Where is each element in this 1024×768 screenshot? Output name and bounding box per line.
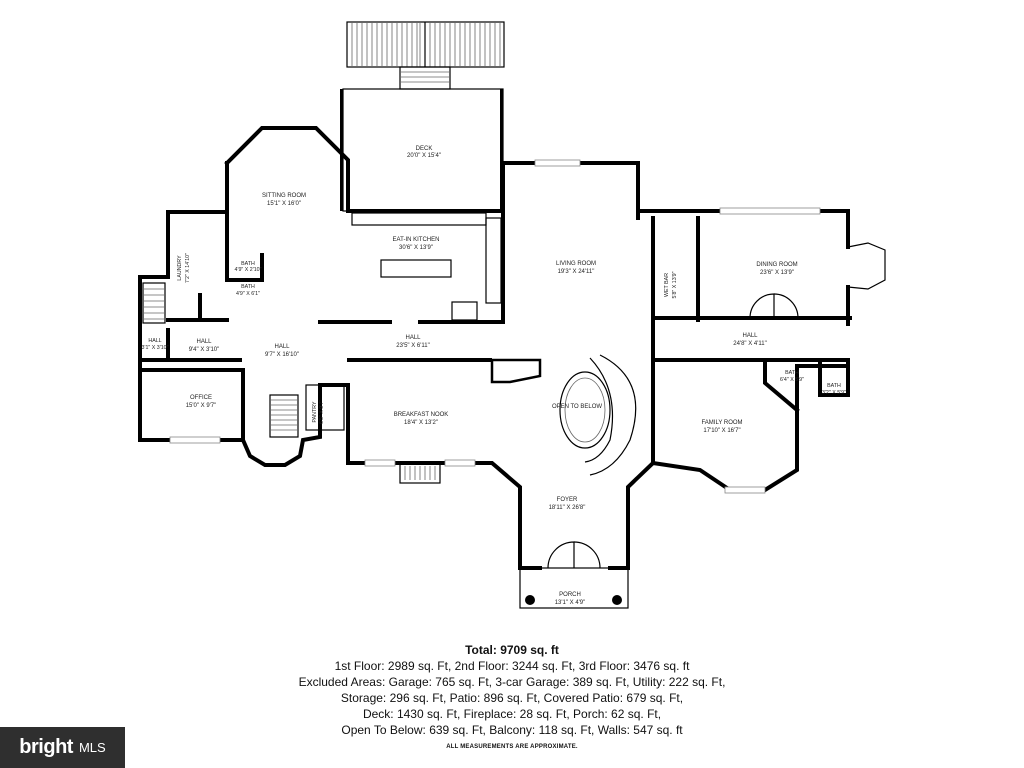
hall-center-dims: 9'7" X 16'10" <box>265 352 299 358</box>
bath-b-dims: 4'9" X 6'1" <box>236 291 260 297</box>
area-summary: Total: 9709 sq. ft 1st Floor: 2989 sq. F… <box>232 643 792 750</box>
deck-label: DECK <box>416 146 433 152</box>
eat-in-kitchen-dims: 30'6" X 13'9" <box>399 245 433 251</box>
fireplace <box>399 462 441 484</box>
summary-line: Excluded Areas: Garage: 765 sq. Ft, 3-ca… <box>298 675 726 689</box>
family-room-label: FAMILY ROOM <box>701 420 742 426</box>
open-to-below-label: OPEN TO BELOW <box>552 404 602 410</box>
logo-suffix: MLS <box>78 740 106 755</box>
living-room-label: LIVING ROOM <box>556 261 596 267</box>
bath-d-dims: 3'2" X 5'9" <box>822 390 846 396</box>
breakfast-nook-label: BREAKFAST NOOK <box>394 412 449 418</box>
foyer-label: FOYER <box>557 497 578 503</box>
foyer-dims: 18'11" X 26'8" <box>549 505 586 511</box>
hall-small-label: HALL <box>196 339 212 345</box>
family-room-dims: 17'10" X 16'7" <box>703 428 740 434</box>
office-dims: 15'0" X 9'7" <box>186 403 217 409</box>
sitting-room-label: SITTING ROOM <box>262 193 306 199</box>
hall-tiny-dims: 3'1" X 3'10" <box>142 345 169 351</box>
hall-right-dims: 24'8" X 4'11" <box>733 341 766 347</box>
bath-c-dims: 6'4" X 5'9" <box>780 377 804 383</box>
bath-a-dims: 4'9" X 2'10" <box>235 267 262 273</box>
hall-center-label: HALL <box>274 344 290 350</box>
floor-plan: DECK 20'0" X 15'4" SITTING ROOM 15'1" X … <box>138 21 886 609</box>
kitchen-island <box>380 259 452 278</box>
bath-c-label: BATH <box>785 370 799 376</box>
curved-staircase <box>559 354 637 476</box>
porch-dims: 13'1" X 4'9" <box>555 600 586 606</box>
laundry-dims: 7'2" X 14'10" <box>185 253 191 283</box>
hall-tiny-label: HALL <box>148 338 161 344</box>
measurements-note: ALL MEASUREMENTS ARE APPROXIMATE. <box>446 744 578 750</box>
hall-main-dims: 23'5" X 6'11" <box>396 343 429 349</box>
dining-room-dims: 23'6" X 13'9" <box>760 270 794 276</box>
pantry-label: PANTRY <box>312 401 318 422</box>
interior-walls <box>138 209 852 465</box>
wet-bar-label: WET BAR <box>664 273 670 297</box>
living-room-dims: 19'3" X 24'11" <box>558 269 595 275</box>
sitting-room-dims: 15'1" X 16'0" <box>267 201 301 207</box>
summary-line: Deck: 1430 sq. Ft, Fireplace: 28 sq. Ft,… <box>362 707 662 721</box>
bath-a-label: BATH <box>241 261 255 267</box>
pantry-dims: 6'5" X 9'7" <box>319 400 325 424</box>
porch-label: PORCH <box>559 592 581 598</box>
room-labels: DECK 20'0" X 15'4" SITTING ROOM 15'1" X … <box>142 146 847 606</box>
total-area: Total: 9709 sq. ft <box>465 643 559 657</box>
deck-dims: 20'0" X 15'4" <box>407 153 441 159</box>
deck-stairs <box>346 21 505 90</box>
breakfast-nook-dims: 18'4" X 13'2" <box>404 420 438 426</box>
hall-main-label: HALL <box>405 335 421 341</box>
eat-in-kitchen-label: EAT-IN KITCHEN <box>393 237 440 243</box>
summary-line: 1st Floor: 2989 sq. Ft, 2nd Floor: 3244 … <box>334 659 690 673</box>
bath-d-label: BATH <box>827 383 841 389</box>
laundry-label: LAUNDRY <box>177 255 183 281</box>
exterior-walls <box>138 126 850 570</box>
summary-line: Storage: 296 sq. Ft, Patio: 896 sq. Ft, … <box>340 691 684 705</box>
summary-line: Open To Below: 639 sq. Ft, Balcony: 118 … <box>341 723 683 737</box>
bath-b-label: BATH <box>241 284 255 290</box>
wet-bar-dims: 5'8" X 13'9" <box>672 271 678 298</box>
hall-right-label: HALL <box>742 333 758 339</box>
hall-small-dims: 9'4" X 3'10" <box>189 347 220 353</box>
dining-room-label: DINING ROOM <box>756 262 797 268</box>
office-label: OFFICE <box>190 395 212 401</box>
logo-brand: bright <box>19 736 73 758</box>
bright-mls-logo: bright MLS <box>0 727 125 768</box>
